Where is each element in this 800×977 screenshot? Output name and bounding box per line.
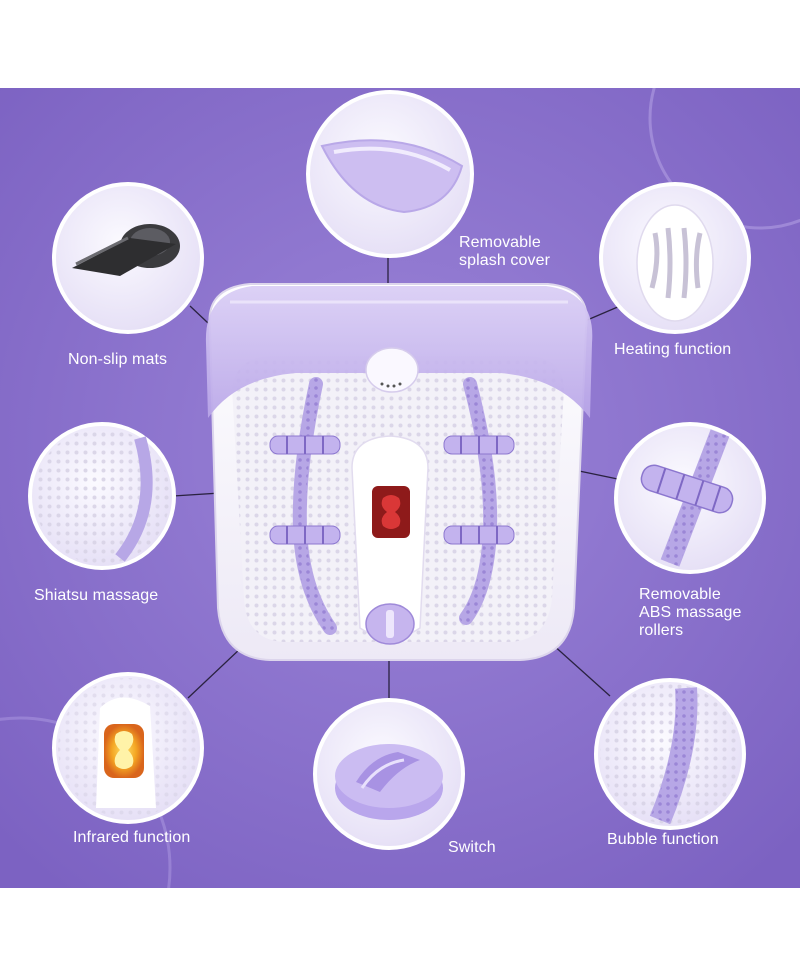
label-heating: Heating function bbox=[614, 341, 732, 358]
foot-bath-product bbox=[205, 283, 593, 661]
feature-circle-switch bbox=[313, 698, 465, 850]
label-splash-cover: Removable splash cover bbox=[459, 234, 551, 269]
feature-circle-non-slip-mats bbox=[52, 182, 204, 334]
label-non-slip-mats: Non-slip mats bbox=[68, 351, 168, 368]
feature-circle-heating bbox=[599, 182, 751, 334]
label-switch: Switch bbox=[448, 839, 496, 856]
label-shiatsu: Shiatsu massage bbox=[34, 587, 159, 604]
feature-circle-rollers bbox=[614, 422, 766, 574]
feature-circle-bubble bbox=[594, 678, 746, 830]
infographic-artwork bbox=[0, 88, 800, 888]
feature-circle-shiatsu bbox=[28, 422, 176, 570]
label-bubble: Bubble function bbox=[607, 831, 719, 848]
label-infrared: Infrared function bbox=[73, 829, 191, 846]
feature-circle-splash-cover bbox=[306, 90, 474, 258]
feature-circle-infrared bbox=[52, 672, 204, 824]
product-infographic: Removable splash cover Non-slip mats Hea… bbox=[0, 88, 800, 888]
label-rollers: Removable ABS massage rollers bbox=[639, 586, 742, 639]
